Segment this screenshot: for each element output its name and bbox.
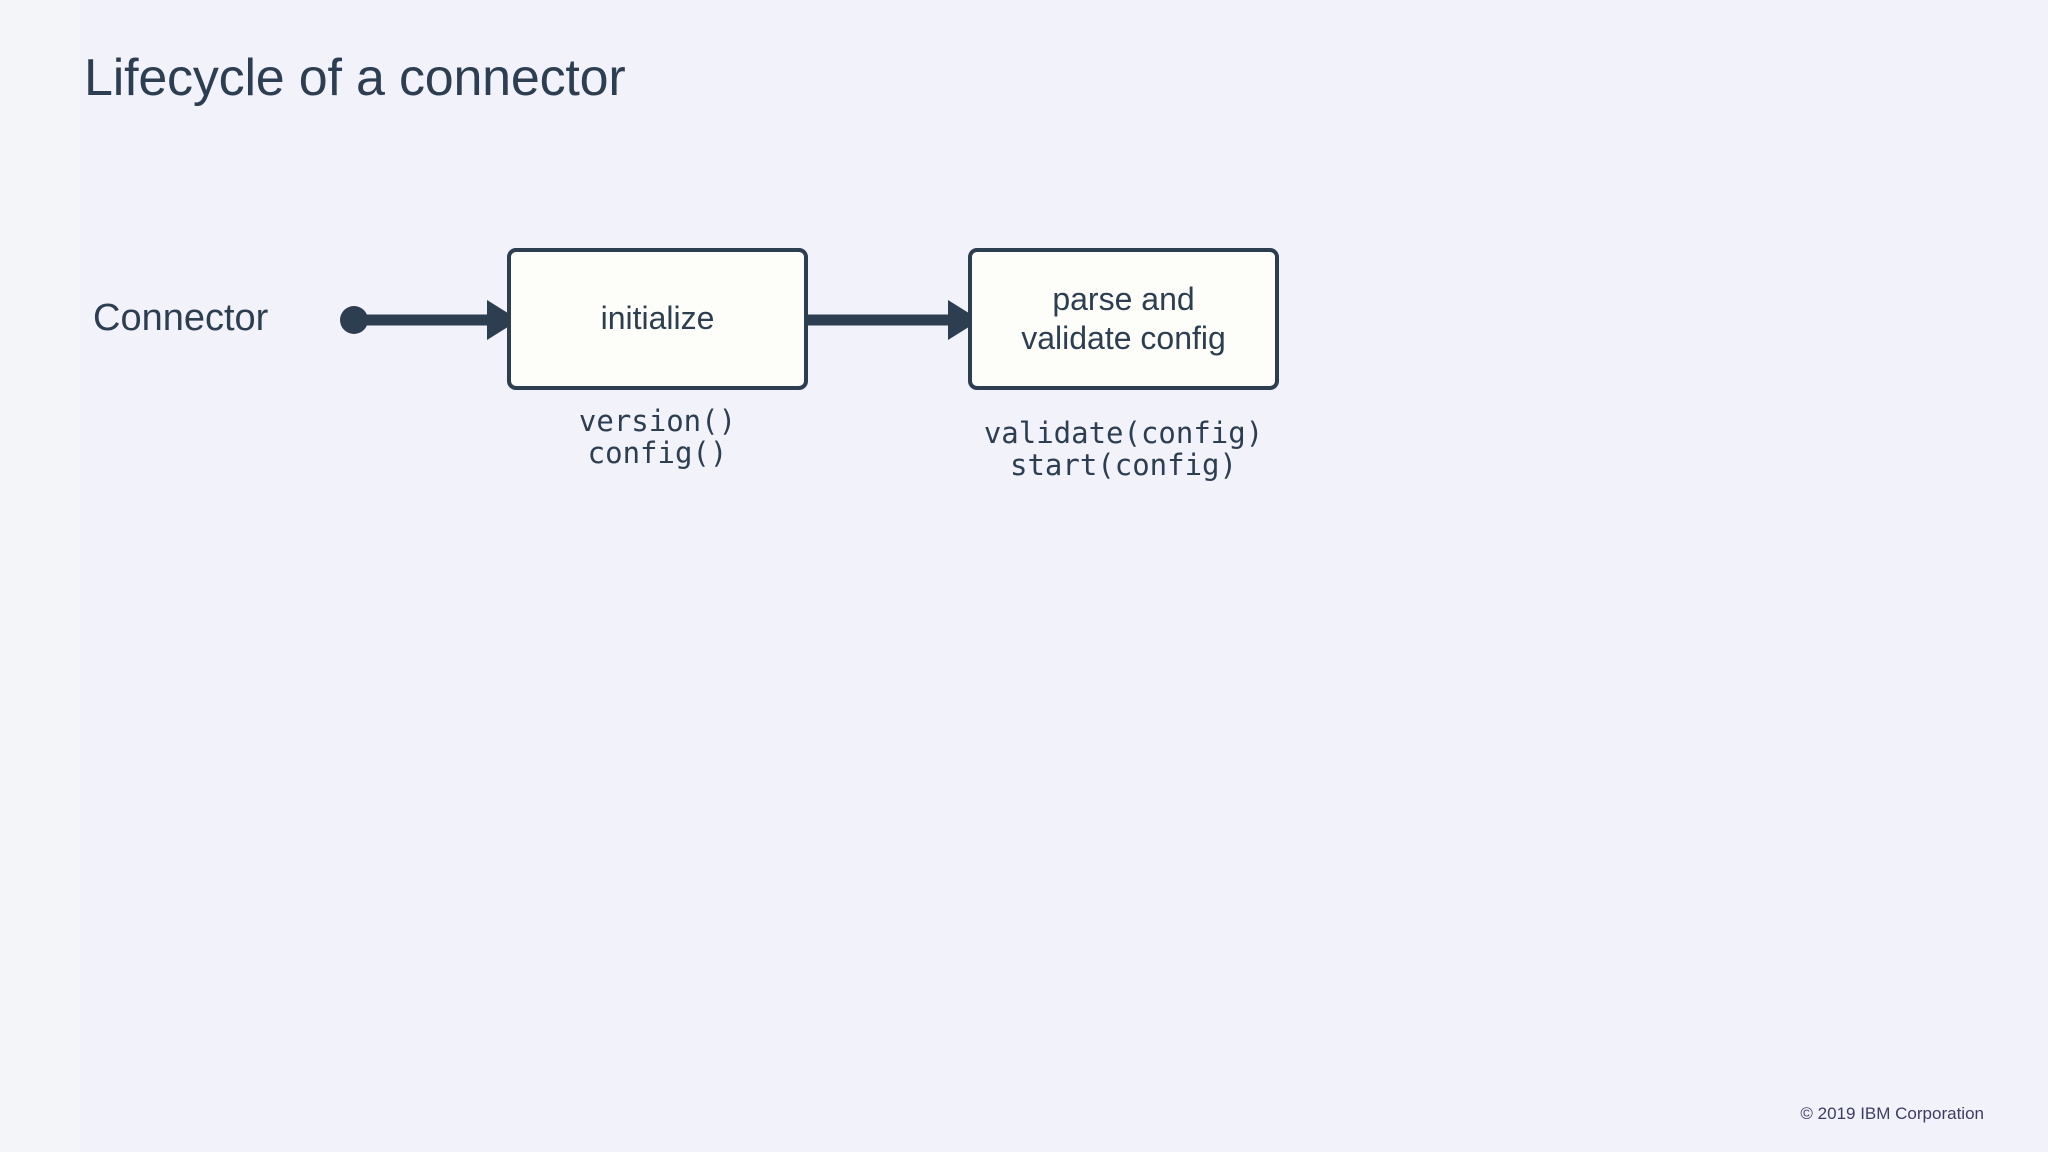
api-calls-validate: validate(config) start(config) <box>983 416 1264 483</box>
arrowhead-icon-initialize <box>487 300 519 340</box>
footer-copyright: © 2019 IBM Corporation <box>1800 1104 1984 1123</box>
page-title: Lifecycle of a connector <box>84 49 626 107</box>
flow-node-initialize-label: initialize <box>600 300 715 337</box>
arrowhead-icon-validate <box>948 300 980 340</box>
edge-connector-to-initialize <box>340 300 519 340</box>
flow-node-validate-label: parse and validate config <box>1021 280 1226 356</box>
flow-node-initialize[interactable]: initialize <box>507 248 808 390</box>
edge-initialize-to-validate <box>808 300 980 340</box>
api-calls-initialize: version() config() <box>578 404 737 471</box>
flow-node-validate[interactable]: parse and validate config <box>968 248 1279 390</box>
node-label-connector: Connector <box>93 297 269 339</box>
slide-content-panel <box>80 0 2048 1152</box>
